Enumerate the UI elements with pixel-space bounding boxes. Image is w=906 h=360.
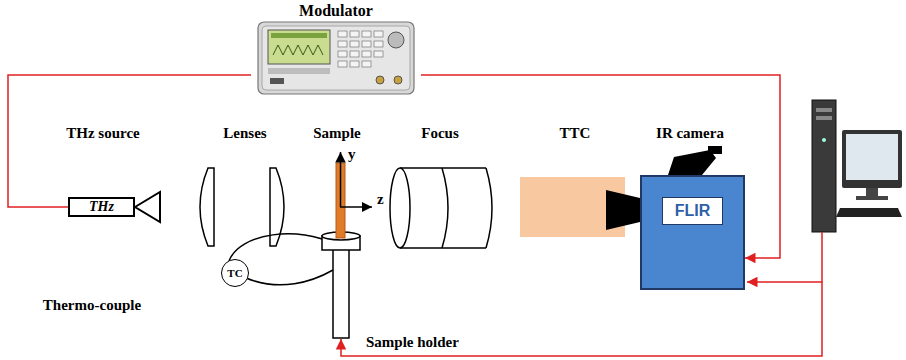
camera-lens bbox=[606, 190, 640, 230]
thz-source-box: THz bbox=[68, 197, 135, 217]
axis-label: z bbox=[377, 190, 384, 208]
focus-optics bbox=[390, 168, 492, 248]
function-generator bbox=[258, 22, 414, 94]
y-axis bbox=[340, 152, 342, 207]
component-label: THz source bbox=[66, 124, 139, 142]
component-label: Lenses bbox=[223, 124, 266, 142]
ir-camera-body: FLIR bbox=[640, 175, 745, 290]
signal-wire bbox=[8, 75, 251, 207]
camera-handle bbox=[708, 146, 722, 154]
device-label: Modulator bbox=[251, 2, 421, 20]
component-label: Sample holder bbox=[366, 333, 459, 351]
computer bbox=[812, 100, 902, 232]
component-label: IR camera bbox=[656, 124, 724, 142]
modulator-device: Modulator bbox=[251, 2, 421, 97]
control-wire bbox=[747, 232, 822, 282]
sensor-label: TC bbox=[227, 268, 242, 279]
thermocouple-wire bbox=[229, 234, 334, 261]
control-wire bbox=[341, 282, 822, 356]
component-label: Sample bbox=[313, 124, 361, 142]
thermocouple-wire bbox=[246, 270, 333, 285]
component-label: Focus bbox=[421, 124, 459, 142]
lens bbox=[200, 168, 214, 246]
source-label: THz bbox=[89, 200, 114, 214]
axis-label: y bbox=[348, 145, 356, 163]
component-label: Thermo-couple bbox=[43, 296, 141, 314]
horn-antenna bbox=[135, 192, 160, 222]
brand-label: FLIR bbox=[662, 197, 724, 225]
component-label: TTC bbox=[560, 124, 591, 142]
thermocouple-circle: TC bbox=[221, 259, 249, 287]
sample-holder bbox=[322, 232, 360, 338]
z-axis bbox=[340, 206, 372, 208]
